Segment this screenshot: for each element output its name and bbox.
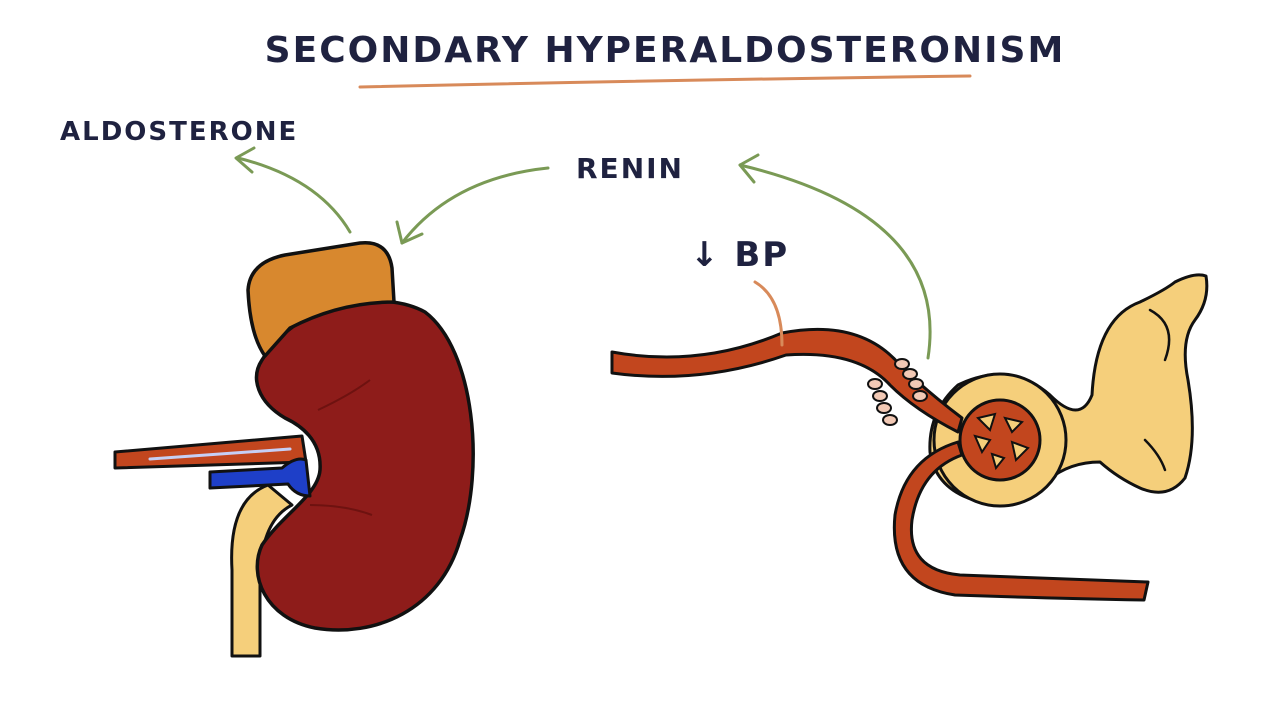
renin-to-adrenal-arrowhead (395, 220, 424, 245)
kidney (254, 299, 475, 632)
page-title: SECONDARY HYPERALDOSTERONISM (265, 30, 1066, 71)
adrenal-gland (246, 240, 396, 358)
bp-pointer-line (753, 280, 784, 347)
kidney-contour (317, 379, 371, 411)
adrenal-to-aldosterone-arrow (236, 156, 352, 234)
jga-to-renin-arrow (738, 163, 932, 360)
renin-to-adrenal-arrow (400, 166, 550, 245)
afferent-artery (610, 327, 964, 434)
glomerulus (958, 398, 1042, 482)
glomerulus-gaps (973, 412, 1030, 471)
jga-to-renin-arrowhead (738, 153, 760, 184)
renal-vein (208, 457, 312, 498)
title-underline (358, 74, 972, 89)
renal-artery (113, 434, 308, 470)
nephron-group (610, 273, 1209, 602)
kidney-group (113, 240, 475, 658)
efferent-artery (892, 440, 1150, 602)
adrenal-to-aldosterone-arrowhead (234, 146, 256, 174)
aldosterone-label: ALDOSTERONE (60, 117, 298, 147)
kidney-contour-2 (309, 504, 373, 516)
jg-cells (867, 358, 928, 426)
ureter (230, 483, 294, 658)
tubule-fold (1143, 308, 1171, 472)
arrows (234, 146, 932, 360)
renal-artery-highlight (148, 447, 292, 461)
bp-label: ↓ BP (690, 235, 789, 275)
renin-label: RENIN (576, 152, 684, 185)
